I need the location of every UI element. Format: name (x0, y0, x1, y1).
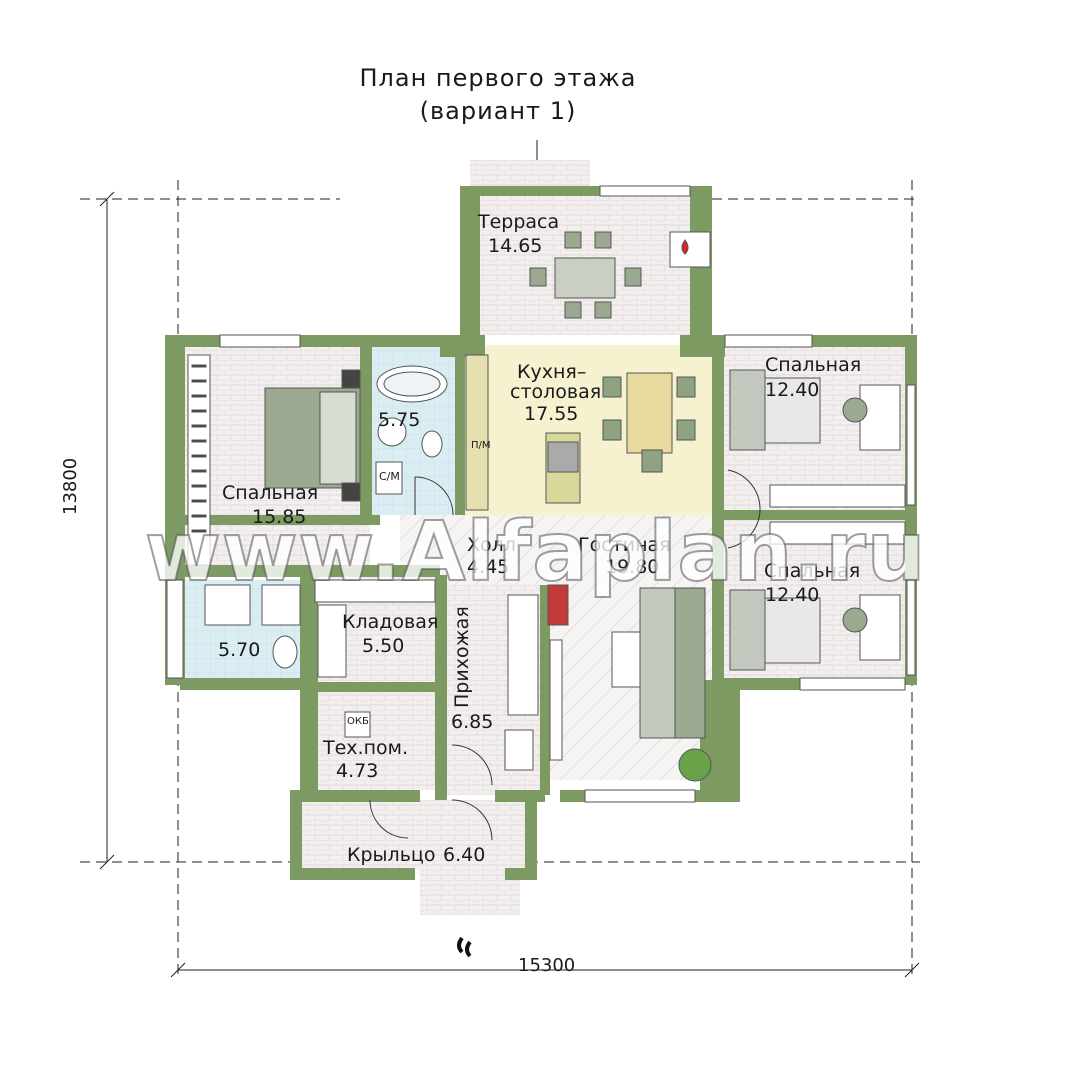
room-bedroom-left-name: Спальная (222, 482, 319, 504)
room-entry-area: 6.85 (451, 711, 494, 733)
room-bath-top-area: 5.75 (378, 409, 421, 431)
dimension-height: 13800 (60, 457, 81, 515)
plan-title-line1: План первого этажа (359, 64, 637, 92)
room-hall-name: Холл (467, 534, 516, 556)
room-bath-bottom-area: 5.70 (218, 639, 261, 661)
room-bedroom-right-bottom-name: Спальная (764, 560, 861, 582)
room-storage-area: 5.50 (362, 635, 405, 657)
windows (166, 185, 916, 803)
room-hall-area: 4.45 (467, 556, 510, 578)
furniture (187, 231, 906, 958)
room-entry-name: Прихожая (451, 606, 473, 708)
room-porch-area: 6.40 (443, 844, 486, 866)
dimension-width: 15300 (518, 955, 576, 976)
room-bedroom-right-top-name: Спальная (765, 354, 862, 376)
room-kitchen-name-1: Кухня– (517, 361, 587, 383)
room-kitchen-area: 17.55 (524, 403, 579, 425)
washer-label: С/М (379, 470, 400, 483)
room-living-area: 19.80 (605, 556, 660, 578)
dishwasher-label: П/М (471, 440, 491, 451)
room-bedroom-left-area: 15.85 (252, 506, 307, 528)
room-living-name: Гостиная (578, 534, 671, 556)
boiler-label: ОКБ (347, 716, 369, 727)
room-bedroom-right-bottom-area: 12.40 (765, 584, 820, 606)
room-terrace-area: 14.65 (488, 235, 543, 257)
doors (369, 469, 761, 841)
room-bedroom-right-top-area: 12.40 (765, 379, 820, 401)
plan-title-line2: (вариант 1) (419, 97, 577, 125)
room-tech-name: Тех.пом. (323, 737, 408, 759)
room-terrace-name: Терраса (478, 211, 560, 233)
room-storage-name: Кладовая (342, 611, 439, 633)
room-tech-area: 4.73 (336, 760, 379, 782)
room-porch-name: Крыльцо (347, 844, 436, 866)
room-kitchen-name-2: столовая (510, 381, 602, 403)
